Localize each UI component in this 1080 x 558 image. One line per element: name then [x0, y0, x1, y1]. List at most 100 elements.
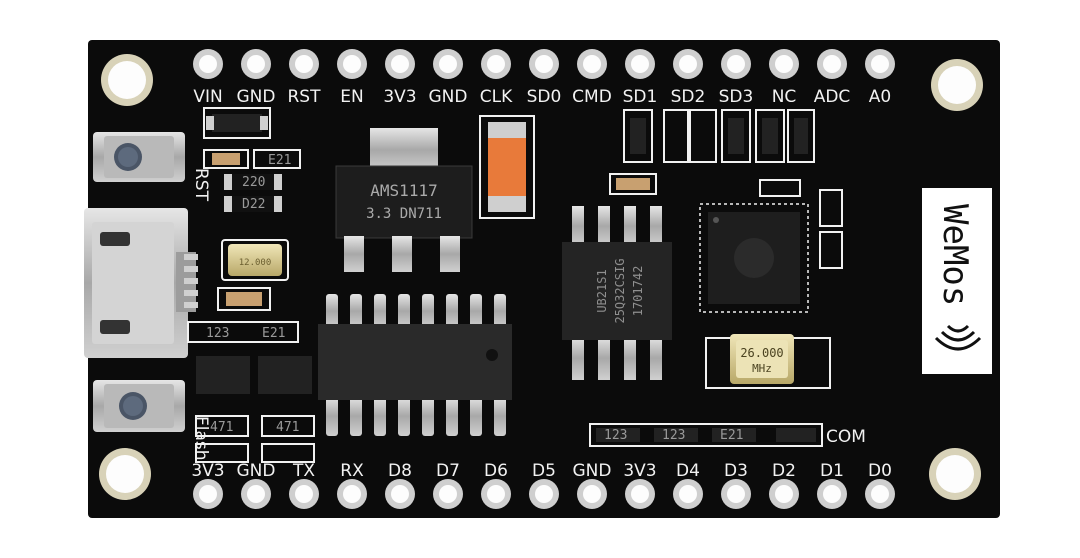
top-pin-hole [871, 55, 889, 73]
bottom-pin-label: 3V3 [191, 461, 224, 481]
bottom-pin-label: TX [292, 461, 315, 481]
top-pin-hole [199, 55, 217, 73]
chip-leg [374, 294, 386, 328]
top-pin-hole [295, 55, 313, 73]
bottom-pin-label: D5 [532, 461, 556, 481]
top-pin-label: CLK [480, 87, 513, 107]
flash-memory-chip: UB21S1 25Q32CSIG 1701742 [562, 173, 672, 380]
chip-leg [470, 294, 482, 328]
bottom-pin-hole [199, 485, 217, 503]
chip-leg [326, 396, 338, 436]
rst-silk-label: RST [191, 168, 211, 202]
resistor-code: E21 [268, 153, 291, 168]
bottom-pin-label: GND [237, 461, 276, 481]
mounting-holes [99, 54, 983, 500]
resistor-code: 471 [210, 420, 233, 435]
bottom-pin-hole [535, 485, 553, 503]
top-pin-hole [247, 55, 265, 73]
top-pin-label: SD1 [623, 87, 658, 107]
esp8266-chip [699, 203, 809, 313]
resistor-code: 471 [276, 420, 299, 435]
bottom-pin-label: D7 [436, 461, 460, 481]
micro-usb-connector [84, 208, 198, 358]
resistor-code: 123 [206, 326, 229, 341]
voltage-regulator: AMS1117 3.3 DN711 [335, 128, 473, 272]
bottom-pin-label: GND [573, 461, 612, 481]
bottom-pin-label: D2 [772, 461, 796, 481]
resistor-code: 123 [604, 428, 627, 443]
top-pin-hole [343, 55, 361, 73]
regulator-label: AMS1117 [370, 181, 437, 200]
bottom-pin-hole [247, 485, 265, 503]
bottom-pin-hole [631, 485, 649, 503]
top-pin-label: RST [288, 87, 322, 107]
top-pin-label: SD2 [671, 87, 706, 107]
top-pin-label: ADC [814, 87, 851, 107]
flash-chip-line1: UB21S1 [595, 269, 609, 312]
top-pin-label: SD3 [719, 87, 754, 107]
bottom-pin-label: D0 [868, 461, 892, 481]
chip-leg [470, 396, 482, 436]
chip-leg [326, 294, 338, 328]
top-pin-label: NC [772, 87, 797, 107]
bottom-resistors: 123 123 E21 COM [589, 423, 866, 447]
top-right-passives [623, 109, 843, 269]
chip-leg [350, 294, 362, 328]
brand-text: WeMos [935, 204, 975, 306]
top-pin-label: GND [429, 87, 468, 107]
chip-leg [350, 396, 362, 436]
bottom-pin-label: D6 [484, 461, 508, 481]
chip-leg [398, 396, 410, 436]
flash-chip-line2: 25Q32CSIG [613, 258, 627, 323]
top-pin-label: CMD [572, 87, 612, 107]
rst-button [93, 132, 185, 182]
crystal-frequency: 26.000 [740, 346, 783, 360]
bottom-pin-hole [391, 485, 409, 503]
top-pin-hole [727, 55, 745, 73]
chip-leg [446, 396, 458, 436]
resistor-code: D22 [242, 197, 265, 212]
chip-leg [422, 294, 434, 328]
top-pin-hole [439, 55, 457, 73]
com-label: COM [826, 427, 866, 447]
bottom-pin-hole [439, 485, 457, 503]
top-pin-hole [487, 55, 505, 73]
top-pin-label: SD0 [527, 87, 562, 107]
top-pin-hole [583, 55, 601, 73]
resistor-code: E21 [720, 428, 743, 443]
bottom-pin-label: 3V3 [623, 461, 656, 481]
bottom-pin-label: D4 [676, 461, 700, 481]
bottom-pin-label: D8 [388, 461, 412, 481]
chip-leg [422, 396, 434, 436]
top-pin-hole [775, 55, 793, 73]
top-pin-hole [631, 55, 649, 73]
small-crystal-label: 12.000 [239, 258, 272, 268]
chip-leg [398, 294, 410, 328]
flash-chip-line3: 1701742 [631, 266, 645, 317]
top-pin-label: GND [237, 87, 276, 107]
resistor-code: 123 [662, 428, 685, 443]
main-crystal: 26.000 MHz [705, 334, 831, 389]
bottom-pin-hole [487, 485, 505, 503]
top-pin-label: 3V3 [383, 87, 416, 107]
bottom-pin-hole [343, 485, 361, 503]
bottom-pin-hole [871, 485, 889, 503]
bottom-pin-hole [295, 485, 313, 503]
left-passives [187, 107, 315, 463]
chip-leg [494, 294, 506, 328]
top-pin-hole [391, 55, 409, 73]
resistor-code: E21 [262, 326, 285, 341]
chip-leg [446, 294, 458, 328]
top-pin-hole [535, 55, 553, 73]
top-pin-label: A0 [869, 87, 891, 107]
resistor-code: 220 [242, 175, 265, 190]
bottom-pin-hole [823, 485, 841, 503]
top-pin-hole [679, 55, 697, 73]
usb-crystal: 12.000 [221, 239, 289, 281]
wifi-icon [934, 324, 982, 351]
wemos-logo: WeMos [922, 188, 992, 374]
bottom-pin-label: D1 [820, 461, 844, 481]
resistor-code-labels: 220 D22 E21 123 E21 471 471 [206, 153, 299, 435]
